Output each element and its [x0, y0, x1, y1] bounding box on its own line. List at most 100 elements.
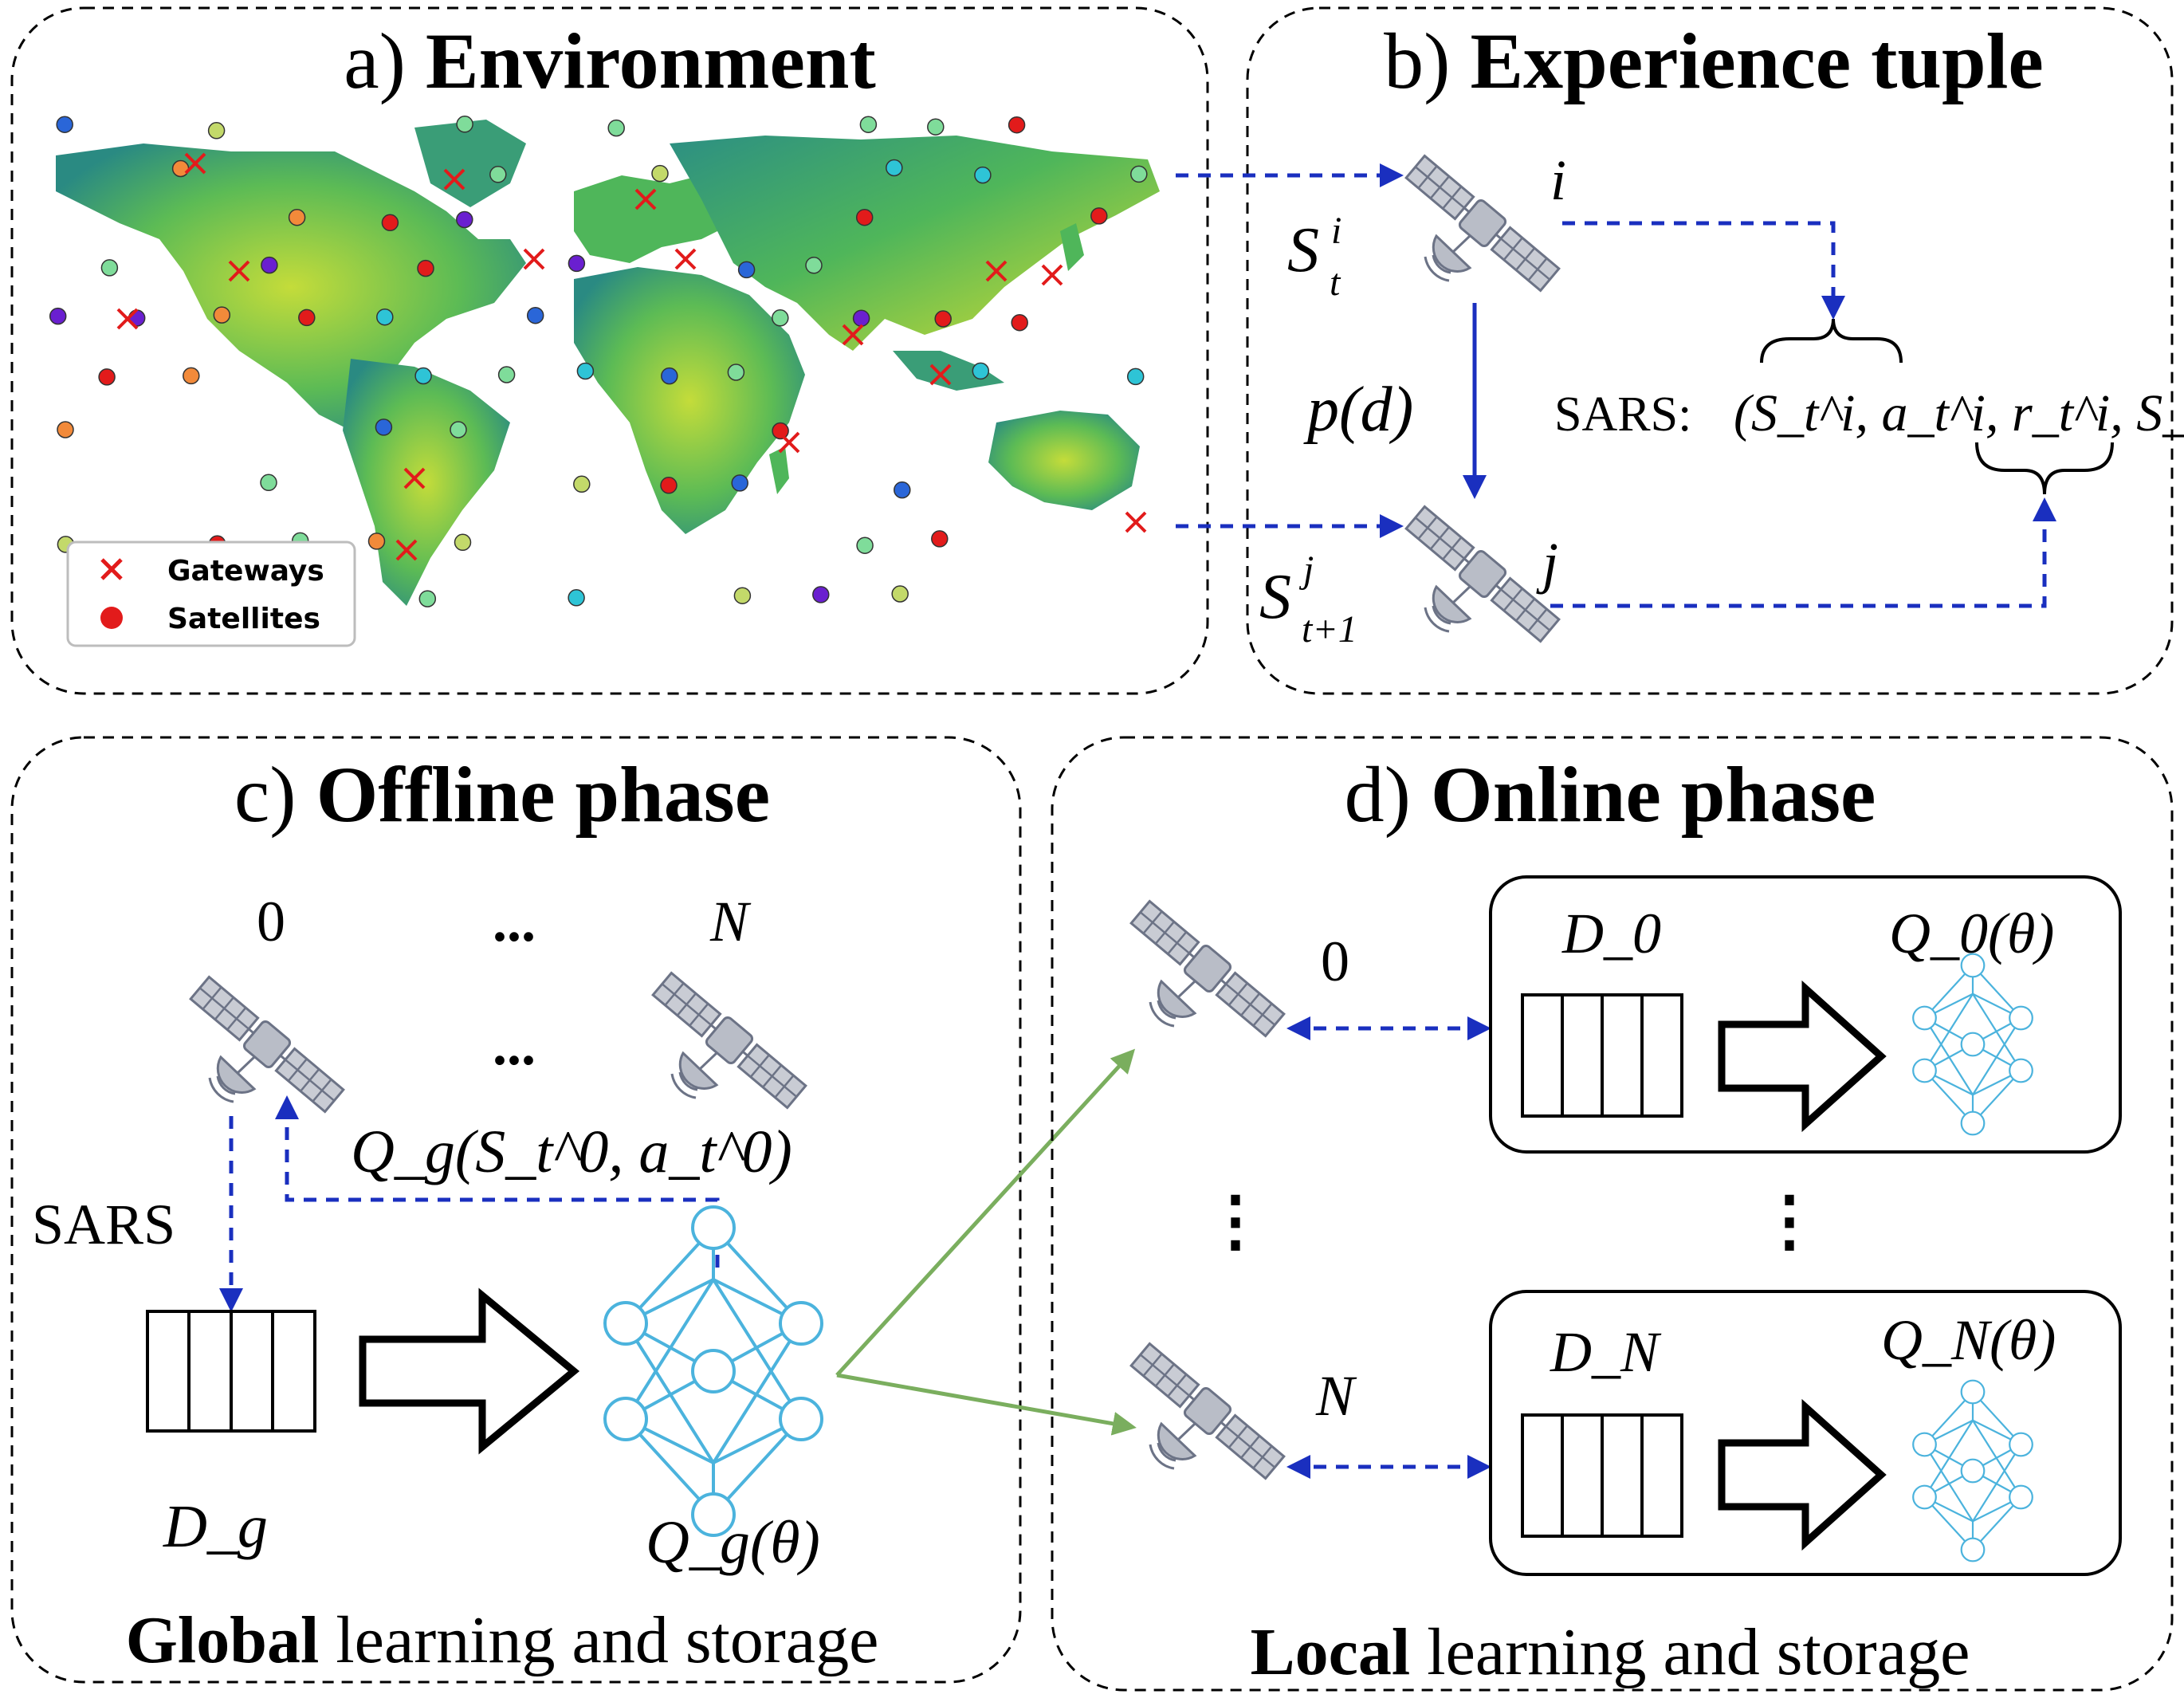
offline-label-n: N	[709, 890, 752, 953]
state-i-label: S i t	[1287, 210, 1341, 304]
online-satellite-0-icon	[1128, 897, 1287, 1040]
offline-sars-label: SARS	[32, 1193, 175, 1256]
offline-label-0: 0	[257, 890, 285, 953]
continent-asia	[670, 136, 1160, 351]
satellite-point	[98, 368, 116, 386]
satellite-point	[894, 481, 911, 499]
continent-australia	[988, 411, 1140, 510]
satellite-point	[891, 585, 909, 603]
satellite-point	[934, 310, 952, 328]
panel-experience	[1246, 6, 2174, 695]
offline-buffer-label: D_g	[163, 1493, 268, 1560]
satellite-point	[1008, 116, 1026, 134]
satellite-point	[207, 122, 226, 140]
satellite-point	[450, 421, 467, 438]
satellite-point	[456, 210, 473, 229]
gateway-point	[116, 308, 139, 330]
offline-satellite-0-icon	[187, 973, 347, 1116]
offline-fat-arrow	[359, 1287, 580, 1455]
panel-offline-title: c) Offline phase	[234, 750, 770, 839]
local-replay-buffer-0	[1521, 993, 1683, 1118]
label-sat-j: j	[1536, 531, 1558, 595]
satellite-point	[660, 477, 678, 494]
satellite-point	[261, 256, 278, 274]
offline-label-dots: ...	[493, 890, 536, 953]
satellite-point	[886, 159, 903, 177]
satellite-point	[381, 214, 399, 232]
online-vdots-left: ⋮	[1202, 1185, 1269, 1259]
panel-offline	[10, 736, 1022, 1684]
legend-satellites: Satellites	[167, 603, 320, 635]
satellite-point	[972, 362, 990, 380]
gateway-marker-icon	[100, 558, 123, 580]
continent-north-america	[56, 143, 526, 430]
online-satN-label: N	[1315, 1364, 1357, 1428]
gateway-point	[443, 168, 465, 191]
local-replay-buffer-n	[1521, 1413, 1683, 1538]
online-vdots-right: ⋮	[1756, 1185, 1823, 1259]
continent-madagascar	[769, 446, 789, 494]
satellite-point	[772, 422, 789, 440]
satellite-point	[100, 259, 119, 277]
satellite-point	[651, 164, 669, 183]
state-j-label: S j t+1	[1259, 548, 1357, 651]
online-satellite-n-icon	[1128, 1339, 1287, 1483]
satellite-point	[568, 254, 586, 273]
online-buffer0-label: D_0	[1561, 902, 1661, 965]
label-transition: p(d)	[1303, 375, 1413, 445]
arrow-sat-i-to-sars	[1562, 221, 1845, 320]
offline-dots-mid: ...	[493, 1013, 536, 1077]
offline-q-feedback: Q_g(S_t^0, a_t^0)	[351, 1118, 792, 1185]
satellite-point	[298, 309, 316, 327]
panel-environment	[10, 6, 1209, 695]
gateway-point	[228, 260, 250, 282]
satellite-point	[171, 159, 190, 178]
satellite-point	[805, 257, 823, 274]
online-footer: Local learning and storage	[1251, 1615, 1970, 1689]
global-network-icon	[603, 1205, 823, 1537]
arrow-distribute-to-satN	[836, 1373, 1137, 1436]
continent-africa	[574, 267, 805, 534]
satellite-j-icon	[1403, 502, 1562, 646]
satellite-point	[931, 530, 949, 548]
sars-tuple: SARS: (S_t^i, a_t^i, r_t^i, S_{t+1}^j)	[1554, 384, 2184, 442]
gateway-point	[634, 188, 657, 210]
satellite-point	[288, 208, 306, 226]
satellite-point	[56, 116, 73, 133]
satellite-point	[183, 367, 200, 385]
gateway-point	[1041, 264, 1063, 286]
satellite-point	[731, 474, 748, 492]
satellite-point	[974, 166, 992, 184]
svg-text:j: j	[1298, 548, 1314, 591]
satellite-point	[855, 208, 874, 226]
online-qN-label: Q_N(θ)	[1881, 1308, 2056, 1372]
satellite-i-icon	[1403, 151, 1562, 295]
arrow-sat-j-to-sars	[1550, 497, 2056, 608]
world-map	[56, 120, 1160, 606]
satellite-point	[418, 590, 437, 607]
satellite-point	[812, 586, 830, 603]
satellite-point	[367, 533, 386, 550]
brace-top	[1760, 318, 1903, 364]
continent-indonesia	[893, 351, 1004, 391]
gateway-point	[929, 364, 952, 386]
satellite-point	[661, 367, 678, 385]
satellite-point	[573, 475, 591, 493]
panel-environment-title: a) Environment	[344, 17, 876, 105]
svg-text:S: S	[1287, 215, 1319, 285]
svg-text:S: S	[1259, 562, 1291, 632]
offline-network-label: Q_g(θ)	[646, 1509, 820, 1576]
satellite-point	[772, 309, 789, 327]
legend-gateways: Gateways	[167, 555, 324, 588]
satellite-point	[1011, 313, 1028, 332]
panel-online-title: d) Online phase	[1345, 750, 1876, 839]
arrow-distribute-to-sat0	[835, 1048, 1136, 1377]
satellite-point	[454, 533, 472, 552]
svg-text:t+1: t+1	[1302, 608, 1357, 651]
satellite-point	[260, 474, 277, 492]
sars-tuple-text: (S_t^i, a_t^i, r_t^i, S_{t+1}^j)	[1734, 384, 2184, 442]
continent-greenland	[414, 120, 526, 207]
gateway-point	[523, 248, 545, 270]
label-sat-i: i	[1550, 148, 1566, 212]
